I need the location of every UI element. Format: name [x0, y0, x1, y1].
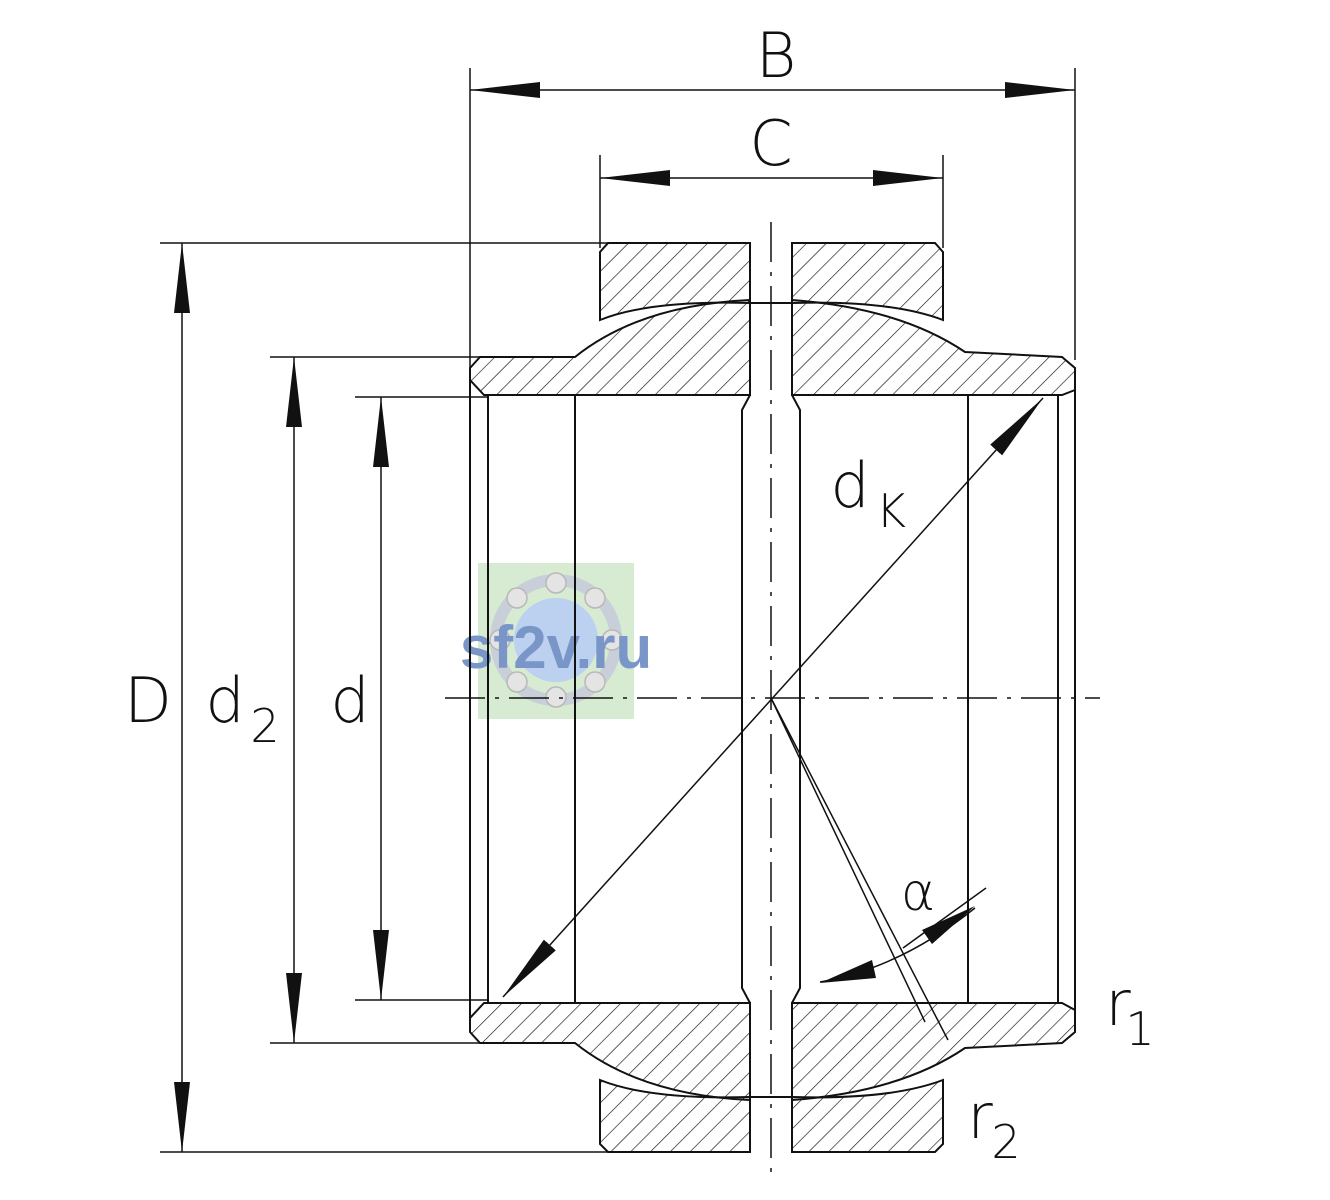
- outer-ring: [599, 242, 944, 1153]
- dim-dk-line: [502, 397, 1044, 998]
- alpha-leader-1: [770, 697, 949, 1041]
- alpha-arrows: [820, 906, 975, 983]
- label-r1: r: [1105, 967, 1131, 1040]
- inner-ring-bottom-left: [469, 1002, 751, 1102]
- label-dk: d: [830, 449, 869, 522]
- label-d2: d: [205, 664, 244, 737]
- label-D: D: [124, 664, 172, 737]
- label-alpha: α: [901, 863, 935, 923]
- label-d2-subscript: 2: [250, 699, 279, 753]
- inner-ring-bottom-right: [791, 1002, 1076, 1102]
- label-r1-subscript: 1: [1125, 1002, 1154, 1056]
- inner-ring-top-right: [791, 298, 1076, 396]
- label-r2: r: [967, 1080, 993, 1153]
- label-B: B: [756, 19, 797, 92]
- alpha-leader-2: [770, 697, 926, 1023]
- inner-ring: [469, 298, 1076, 1102]
- label-C: C: [749, 107, 792, 180]
- label-d: d: [330, 664, 369, 737]
- labels: B C D d 2 d d K α r 1 r 2: [124, 19, 1155, 1169]
- label-r2-subscript: 2: [991, 1115, 1020, 1169]
- label-dk-subscript: K: [876, 484, 906, 538]
